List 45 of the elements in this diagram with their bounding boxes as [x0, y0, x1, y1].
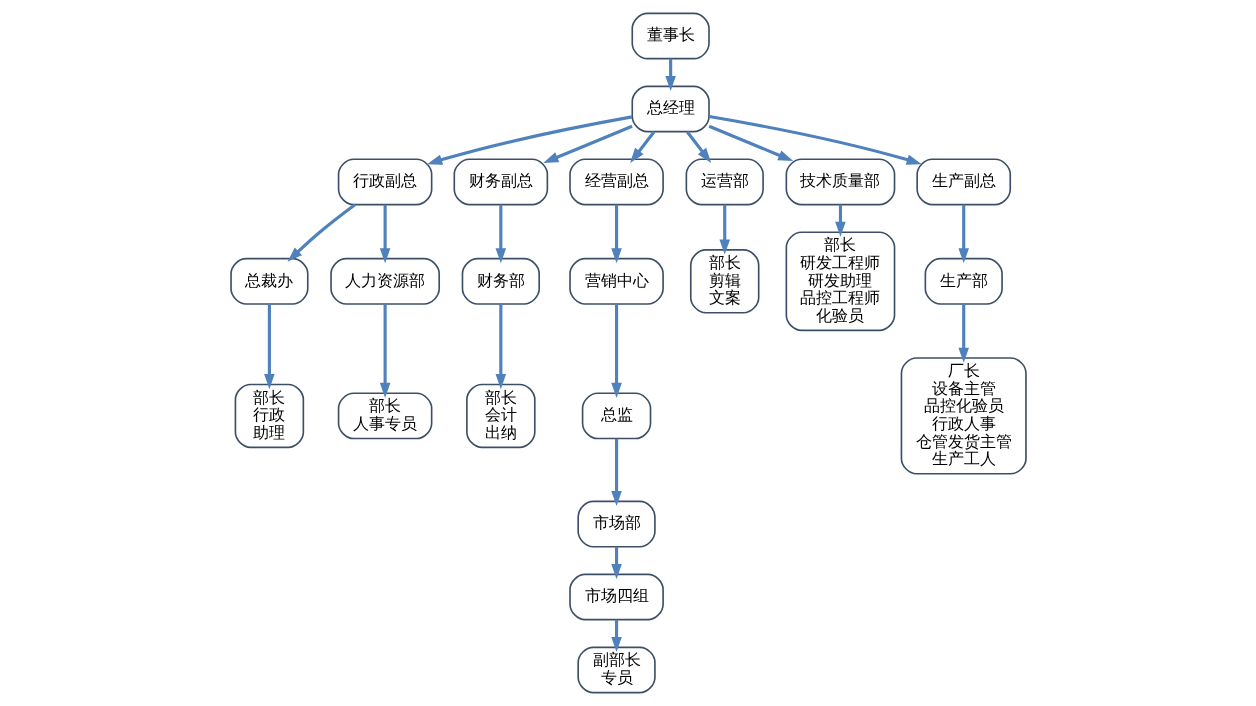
node-box: 副部长 专员	[576, 646, 656, 694]
node-box: 市场部	[576, 500, 656, 548]
arrow	[957, 304, 969, 363]
arrow	[610, 546, 622, 580]
arrow	[495, 304, 506, 390]
arrow	[379, 304, 390, 398]
arrow	[610, 439, 622, 507]
arrow	[708, 124, 793, 162]
node-box: 部长 剪辑 文案	[689, 249, 759, 314]
arrow	[263, 304, 275, 390]
arrow	[685, 130, 711, 164]
node-box: 董事长	[630, 12, 710, 60]
arrow	[610, 204, 622, 264]
node-box: 总裁办	[229, 257, 309, 305]
arrow	[834, 204, 846, 237]
arrow	[426, 115, 632, 165]
arrow	[664, 58, 676, 92]
node-box: 运营部	[685, 158, 764, 206]
arrow	[708, 114, 922, 165]
node-box: 总监	[581, 392, 651, 440]
node-box: 厂长 设备主管 品控化验员 行政人事 仓管发货主管 生产工人	[900, 357, 1027, 475]
node-box: 部长 研发工程师 研发助理 品控工程师 化验员	[785, 231, 895, 332]
node-box: 部长 会计 出纳	[465, 383, 536, 449]
arrow	[629, 130, 655, 164]
node-box: 营销中心	[568, 257, 664, 305]
node-box: 行政副总	[337, 158, 432, 206]
node-box: 技术质量部	[785, 158, 895, 206]
node-box: 部长 人事专员	[337, 392, 432, 440]
arrow	[379, 204, 390, 264]
arrow	[495, 204, 506, 264]
arrow	[542, 124, 633, 164]
arrow	[610, 304, 622, 398]
node-box: 财务部	[461, 257, 540, 305]
node-box: 财务副总	[452, 158, 548, 206]
node-box: 部长 行政 助理	[234, 383, 304, 449]
node-box: 市场四组	[568, 573, 664, 621]
node-box: 总经理	[630, 85, 710, 133]
arrow	[610, 619, 622, 653]
node-box: 人力资源部	[329, 257, 440, 305]
arrow	[287, 203, 356, 262]
node-box: 经营副总	[568, 158, 664, 206]
arrow	[957, 204, 969, 264]
arrow	[718, 204, 730, 255]
node-box: 生产部	[924, 257, 1003, 305]
node-box: 生产副总	[915, 158, 1011, 206]
